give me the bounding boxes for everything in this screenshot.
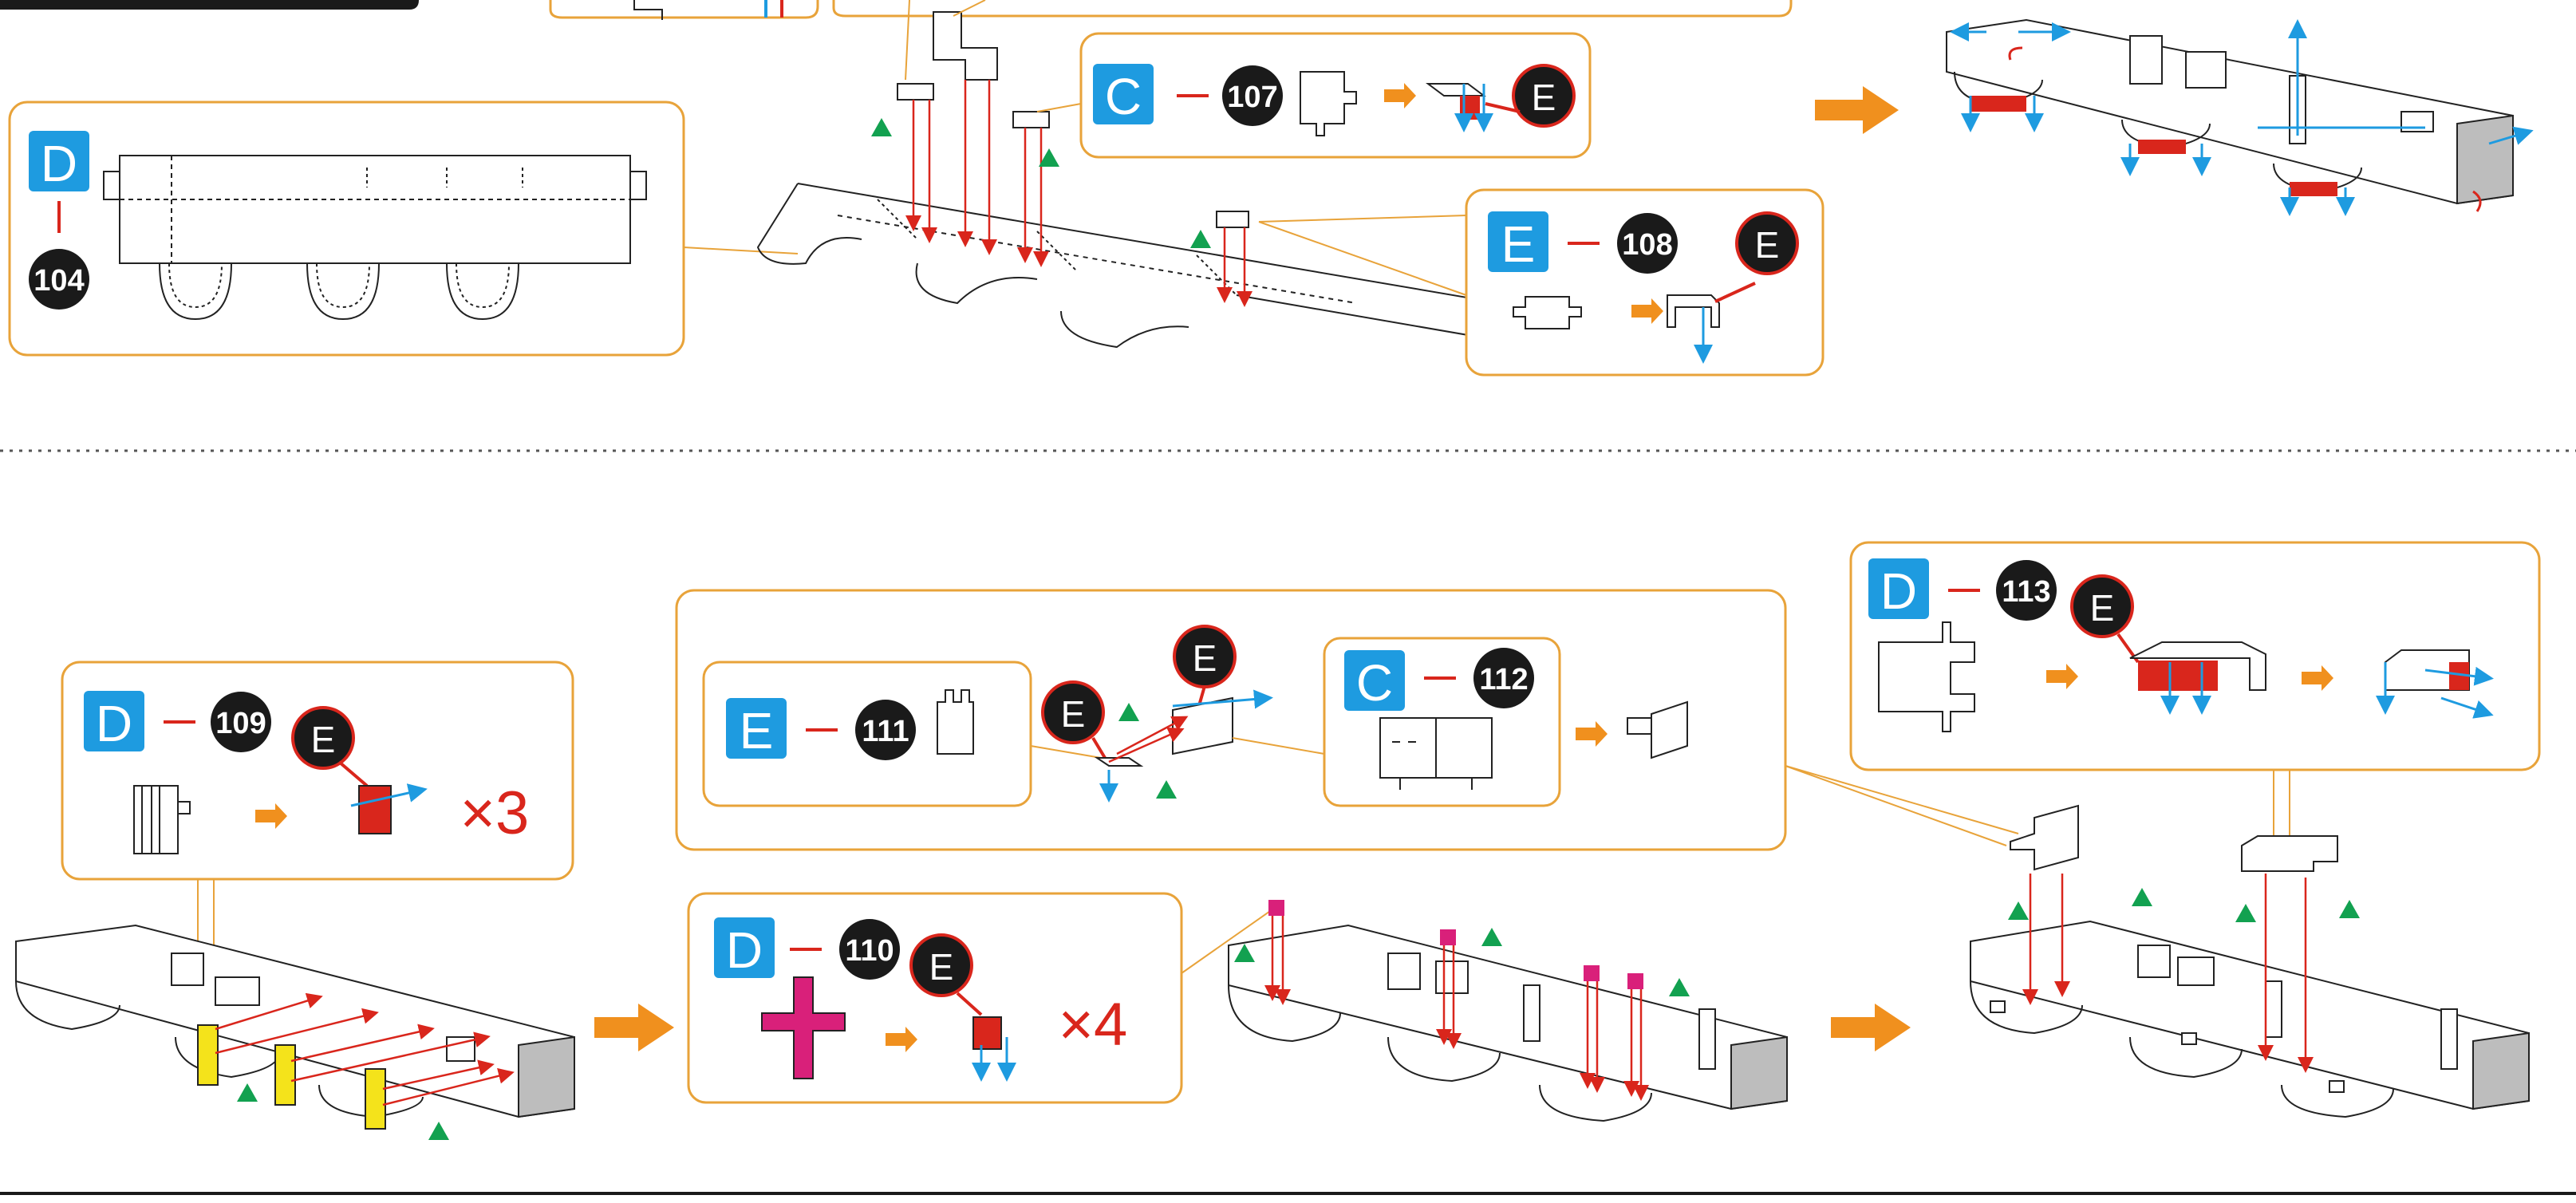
sheet-badge: D: [96, 695, 132, 752]
panel-e111-c112: E 111 E E C 112: [675, 589, 2019, 851]
sheet-badge: D: [41, 135, 77, 192]
step-number: 110: [845, 934, 894, 968]
sheet-badge: D: [726, 921, 763, 979]
part-template-104: [103, 155, 647, 321]
partial-panel-top: [549, 0, 1793, 20]
next-step-arrow: [1815, 86, 1899, 134]
step-number: 112: [1479, 663, 1528, 696]
panel-d-110: D 110 E ×4: [687, 892, 1273, 1104]
panel-d-109: D 109 E ×3: [61, 661, 574, 1029]
assembly-bottom-right: [1970, 804, 2530, 1118]
quantity-label: ×4: [1059, 991, 1128, 1059]
step-number: 113: [2002, 575, 2050, 609]
step-number: 108: [1622, 228, 1672, 262]
pins-top: [871, 0, 1252, 307]
panel-d-113: D 113 E: [1849, 541, 2541, 846]
glue-marker: E: [2090, 587, 2115, 629]
sheet-badge: C: [1105, 68, 1142, 125]
sheet-badge: E: [1501, 215, 1536, 273]
assembly-bottom-middle: [1228, 900, 1788, 1122]
quantity-label: ×3: [460, 779, 530, 847]
glue-marker: E: [1755, 224, 1780, 266]
sheet-badge: E: [740, 702, 774, 759]
page-bottom-rule: [0, 1192, 2576, 1195]
panel-e-108: E 108 E: [1258, 188, 1825, 377]
glue-marker: E: [1061, 693, 1086, 735]
glue-marker-2: E: [1193, 637, 1217, 679]
glue-marker: E: [311, 719, 336, 760]
step-number: 107: [1227, 81, 1277, 114]
step-number: 109: [215, 707, 266, 740]
step-number: 104: [34, 264, 84, 298]
next-step-arrow: [1831, 1004, 1911, 1051]
header-bar: [0, 0, 419, 10]
panel-d-104: D 104: [8, 101, 799, 357]
glue-marker: E: [1532, 77, 1556, 118]
base-assembly-top: [756, 183, 1502, 349]
assembly-top-right: [1946, 18, 2534, 216]
glue-marker: E: [929, 946, 954, 988]
panel-c-107: C 107 E: [1036, 32, 1592, 159]
sheet-badge: C: [1356, 654, 1393, 712]
step-number: 111: [862, 715, 909, 748]
next-step-arrow: [594, 1004, 674, 1051]
assembly-bottom-left: [15, 924, 575, 1140]
sheet-badge: D: [1880, 562, 1917, 620]
